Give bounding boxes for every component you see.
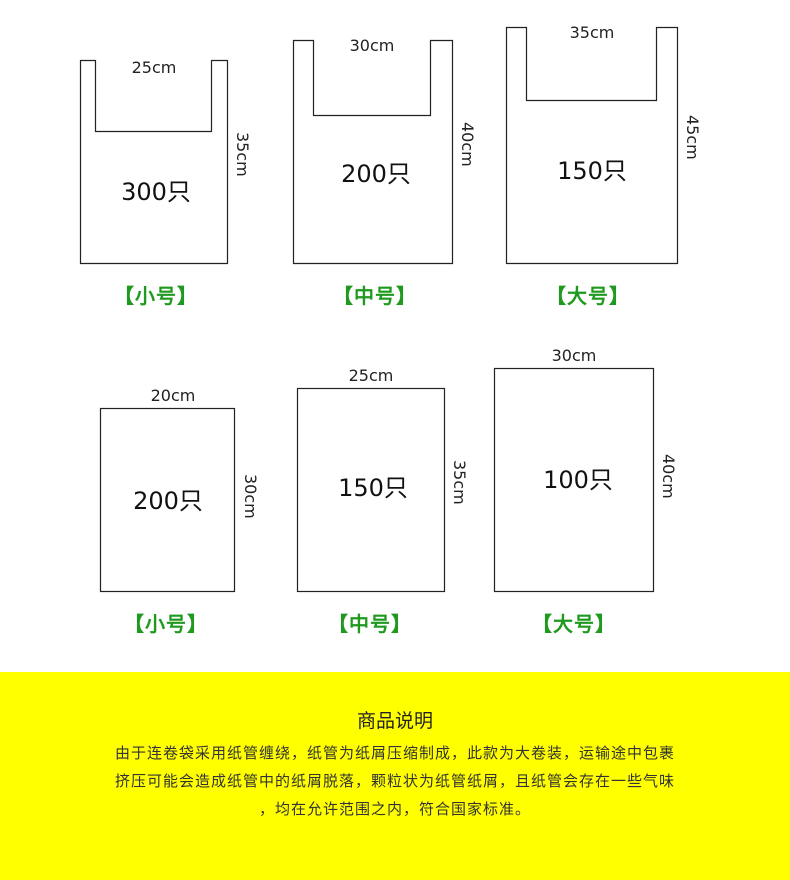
vest-bag-small-count: 300只	[121, 178, 191, 206]
flat-bag-large-outline	[493, 367, 655, 593]
product-notice: 商品说明 由于连卷袋采用纸管缠绕，纸管为纸屑压缩制成，此款为大卷装，运输途中包裹…	[0, 672, 790, 880]
vest-bag-medium-width: 30cm	[349, 36, 395, 55]
flat-bag-medium-size-label: 【中号】	[328, 612, 412, 636]
vest-bag-large-count: 150只	[557, 157, 627, 185]
flat-bag-small: 20cm 30cm 200只	[99, 386, 260, 593]
flat-bag-large-count: 100只	[543, 466, 613, 494]
flat-bag-medium-count: 150只	[338, 474, 408, 502]
vest-bag-large: 35cm 45cm 150只	[505, 23, 702, 265]
flat-bag-small-size-label: 【小号】	[124, 612, 208, 636]
flat-bag-medium-width: 25cm	[348, 366, 394, 385]
vest-bag-small-size-label: 【小号】	[114, 284, 198, 308]
vest-bag-large-height: 45cm	[683, 115, 702, 160]
vest-bag-small-width: 25cm	[131, 58, 177, 77]
flat-bag-medium-height: 35cm	[450, 460, 469, 505]
notice-title: 商品说明	[356, 710, 433, 732]
flat-bag-large-size-label: 【大号】	[532, 612, 616, 636]
flat-bag-medium-outline	[296, 387, 446, 593]
vest-bag-large-size-label: 【大号】	[546, 284, 630, 308]
vest-bag-medium-outline	[292, 39, 454, 265]
vest-bag-small: 25cm 35cm 300只	[79, 58, 252, 265]
vest-bag-medium-size-label: 【中号】	[333, 284, 417, 308]
vest-bag-large-width: 35cm	[569, 23, 615, 42]
flat-bag-medium: 25cm 35cm 150只	[296, 366, 469, 593]
notice-line-2: 挤压可能会造成纸管中的纸屑脱落，颗粒状为纸管纸屑，且纸管会存在一些气味	[114, 772, 675, 790]
flat-bag-large: 30cm 40cm 100只	[493, 346, 678, 593]
flat-bag-small-outline	[99, 407, 236, 593]
vest-bag-small-height: 35cm	[233, 132, 252, 177]
notice-line-3: ，均在允许范围之内，符合国家标准。	[258, 800, 531, 818]
flat-bag-small-width: 20cm	[150, 386, 196, 405]
flat-bag-large-height: 40cm	[659, 454, 678, 499]
flat-bag-small-height: 30cm	[241, 474, 260, 519]
notice-line-1: 由于连卷袋采用纸管缠绕，纸管为纸屑压缩制成，此款为大卷装，运输途中包裹	[114, 744, 675, 762]
vest-bag-medium: 30cm 40cm 200只	[292, 36, 477, 265]
flat-bag-small-count: 200只	[133, 487, 203, 515]
vest-bag-small-outline	[79, 59, 229, 265]
flat-bag-large-width: 30cm	[551, 346, 597, 365]
vest-bag-medium-count: 200只	[341, 160, 411, 188]
vest-bag-large-outline	[505, 26, 679, 265]
vest-bag-medium-height: 40cm	[458, 122, 477, 167]
